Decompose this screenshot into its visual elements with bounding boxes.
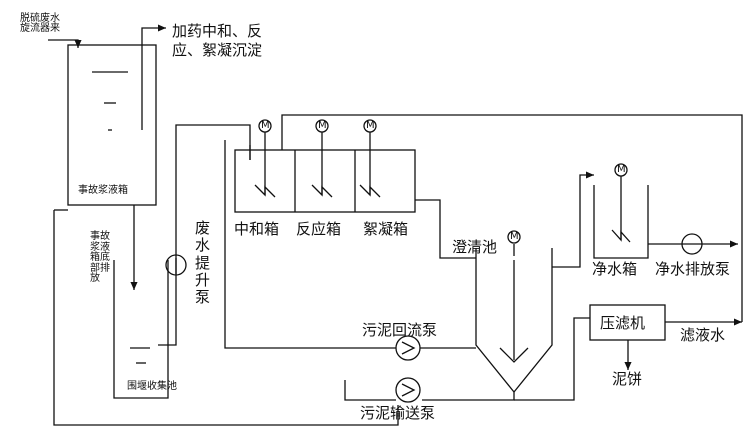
label-filter-press: 压滤机 bbox=[600, 314, 646, 332]
motor-letter-reaction: M bbox=[318, 120, 327, 131]
floc-to-clarifier-pipe bbox=[415, 199, 476, 259]
motor-letter-clean: M bbox=[617, 164, 626, 175]
motor-reaction bbox=[315, 119, 329, 133]
label-clarifier: 澄清池 bbox=[452, 238, 498, 256]
label-filtrate: 滤液水 bbox=[680, 326, 726, 344]
label-reaction-tank: 反应箱 bbox=[296, 220, 342, 238]
motor-letter-floc: M bbox=[366, 120, 375, 131]
motor-neutral bbox=[258, 119, 272, 133]
clean-tank-vessel bbox=[593, 185, 649, 259]
label-sludge-return-pump: 污泥回流泵 bbox=[362, 321, 438, 339]
label-clean-pump: 净水排放泵 bbox=[655, 260, 731, 278]
accident-tank-vessel bbox=[67, 44, 157, 206]
sludge-transfer-pump bbox=[395, 377, 421, 403]
motor-letter-neutral: M bbox=[261, 120, 270, 131]
motor-clean bbox=[614, 163, 628, 177]
motor-floc bbox=[363, 119, 377, 133]
label-sludge-cake: 泥饼 bbox=[612, 370, 643, 388]
label-ground-pit: 围堰收集池 bbox=[127, 381, 177, 392]
clarifier-overflow-pipe bbox=[552, 171, 594, 268]
motor-clarifier bbox=[507, 230, 521, 244]
filtrate-return-pipe bbox=[281, 114, 743, 322]
tank-group bbox=[234, 149, 416, 213]
label-dosing: 加药中和、反 应、絮凝沉淀 bbox=[172, 22, 263, 59]
label-source: 脱硫废水 旋流器来 bbox=[20, 13, 60, 34]
label-accident-drain: 事故 浆液 箱底 部排 放 bbox=[90, 231, 110, 284]
sludge-return-pipe bbox=[224, 140, 476, 349]
label-accident-tank: 事故浆液箱 bbox=[78, 185, 128, 196]
lift-pump-pipe bbox=[158, 124, 251, 346]
bottom-loop-pipe bbox=[53, 210, 399, 426]
label-floc-tank: 絮凝箱 bbox=[363, 220, 409, 238]
sludge-transfer-pipe bbox=[344, 380, 515, 401]
dosing-pipe bbox=[141, 24, 166, 130]
ground-pit-vessel bbox=[113, 260, 169, 399]
label-lift-pump: 废 水 提 升 泵 bbox=[195, 219, 211, 306]
label-clean-tank: 净水箱 bbox=[592, 260, 638, 278]
lift-pump bbox=[165, 254, 187, 276]
label-sludge-transfer-pump: 污泥输送泵 bbox=[360, 404, 436, 422]
label-neutral-tank: 中和箱 bbox=[234, 220, 280, 238]
clean-pump bbox=[681, 233, 703, 255]
motor-letter-clarifier: M bbox=[510, 231, 519, 242]
inlet-pipe bbox=[48, 39, 82, 48]
sludge-return-pump bbox=[395, 335, 421, 361]
